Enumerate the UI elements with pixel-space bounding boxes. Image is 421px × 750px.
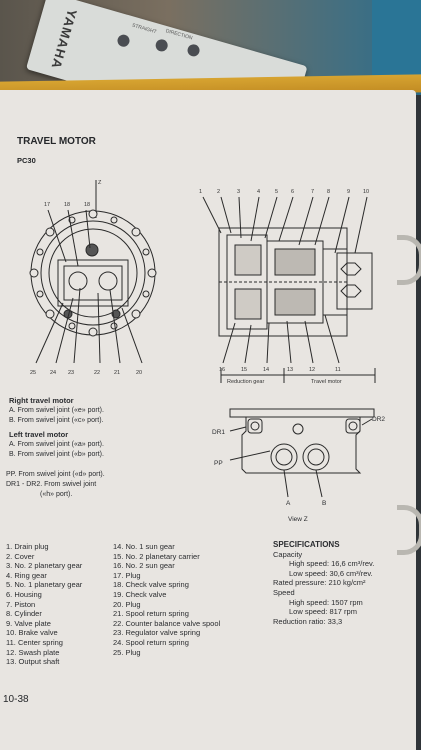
list-item: 12. Swash plate [6,647,60,657]
list-item: 11. Center spring [6,637,63,647]
callout-z: Z [98,180,102,186]
list-item: 16. No. 2 sun gear [113,561,175,571]
list-item: 14. No. 1 sun gear [113,542,175,551]
view-z-dr1: DR1 [212,429,225,436]
list-item: 24. Spool return spring [113,637,189,647]
list-item: 21. Spool return spring [113,609,189,619]
list-item: 22. Counter balance valve spool [113,618,221,628]
list-item: 6. Housing [6,589,42,599]
list-item: 9. Valve plate [6,618,51,628]
list-item: 1. Drain plug [6,542,49,551]
callout-4: 4 [257,189,260,195]
spec-reduction-ratio: Reduction ratio: 33,3 [273,616,343,626]
left-travel-motor-heading: Left travel motor [9,430,69,439]
binder-ring [397,505,421,555]
list-item: 7. Piston [6,599,36,609]
callout-10: 10 [363,189,369,195]
view-z-caption: View Z [288,516,308,523]
remote-button [186,42,201,58]
callout-16: 16 [219,367,225,373]
parts-list-col1: 1. Drain plug 2. Cover 3. No. 2 planetar… [6,542,82,667]
list-item: 18. Check valve spring [113,580,189,590]
callout-18b: 18 [84,202,90,208]
binder-ring [397,235,421,285]
view-z-pp: PP [214,460,223,467]
right-port-a: A. From swivel joint («e» port). [9,407,104,414]
view-z-dr2: DR2 [372,416,385,423]
page-title: TRAVEL MOTOR [17,136,96,147]
spec-high-speed-rpm: High speed: 1507 rpm [289,597,363,607]
list-item: 5. No. 1 planetary gear [6,580,83,590]
binder-cover [372,0,421,85]
list-item: 25. Plug [113,647,141,657]
specifications: SPECIFICATIONS Capacity High speed: 16,6… [273,540,374,626]
callout-11: 11 [335,367,341,373]
view-z-a: A [286,500,291,507]
spec-low-speed-capacity: Low speed: 30,6 cm³/rev. [289,568,373,578]
left-port-a: A. From swivel joint («a» port). [9,441,104,448]
callout-18: 18 [64,202,70,208]
remote-brand: YAMAHA [48,7,80,71]
spec-speed: Speed [273,587,295,597]
model-label: PC30 [17,156,36,165]
callout-13: 13 [287,367,293,373]
dr-ports: DR1 - DR2. From swivel joint [6,481,97,488]
spec-low-speed-rpm: Low speed: 817 rpm [289,607,357,617]
list-item: 19. Check valve [113,589,167,599]
list-item: 15. No. 2 planetary carrier [113,551,200,561]
callout-23: 23 [68,370,74,376]
callout-9: 9 [347,189,350,195]
callout-6: 6 [291,189,294,195]
spec-high-speed-capacity: High speed: 16,6 cm³/rev. [289,559,375,569]
dr-ports-2: («h» port). [40,491,73,498]
remote-button [154,37,170,53]
callout-21: 21 [114,370,120,376]
callout-8: 8 [327,189,330,195]
left-port-b: B. From swivel joint («b» port). [9,451,104,458]
list-item: 2. Cover [6,551,35,561]
callout-5: 5 [275,189,278,195]
list-item: 20. Plug [113,599,141,609]
travel-motor-label: Travel motor [311,379,342,385]
reduction-gear-label: Reduction gear [227,379,264,385]
pp-port: PP. From swivel joint («d» port). [6,471,105,478]
callout-12: 12 [309,367,315,373]
right-port-b: B. From swivel joint («c» port). [9,417,104,424]
view-z-b: B [322,500,326,507]
callout-24: 24 [50,370,56,376]
page-number: 10-38 [3,694,29,705]
list-item: 13. Output shaft [6,657,60,667]
right-travel-motor-heading: Right travel motor [9,396,74,405]
list-item: 23. Regulator valve spring [113,628,201,638]
list-item: 3. No. 2 planetary gear [6,561,83,571]
spec-rated-pressure: Rated pressure: 210 kg/cm² [273,578,366,588]
spec-capacity: Capacity [273,549,303,559]
callout-7: 7 [311,189,314,195]
callout-15: 15 [241,367,247,373]
travel-motor-front-view: 17 18 18 Z 25 24 23 22 21 20 [29,180,157,376]
callout-1: 1 [199,189,202,195]
view-z-diagram: DR1 DR2 PP A B View Z [212,408,385,523]
list-item: 10. Brake valve [6,628,58,638]
callout-25: 25 [30,370,36,376]
travel-motor-cross-section: 1 2 3 4 5 6 7 8 9 10 16 15 14 13 12 11 R… [199,189,376,385]
remote-button [116,33,131,49]
parts-list-col2: 14. No. 1 sun gear 15. No. 2 planetary c… [113,542,220,657]
callout-2: 2 [217,189,220,195]
callout-14: 14 [263,367,269,373]
specs-heading: SPECIFICATIONS [273,540,340,549]
callout-20: 20 [136,370,142,376]
remote-label: STRAIGHT [131,22,158,36]
callout-17: 17 [44,202,50,208]
callout-22: 22 [94,370,100,376]
list-item: 4. Ring gear [6,570,47,580]
list-item: 17. Plug [113,570,141,580]
callout-3: 3 [237,189,240,195]
list-item: 8. Cylinder [6,609,42,619]
